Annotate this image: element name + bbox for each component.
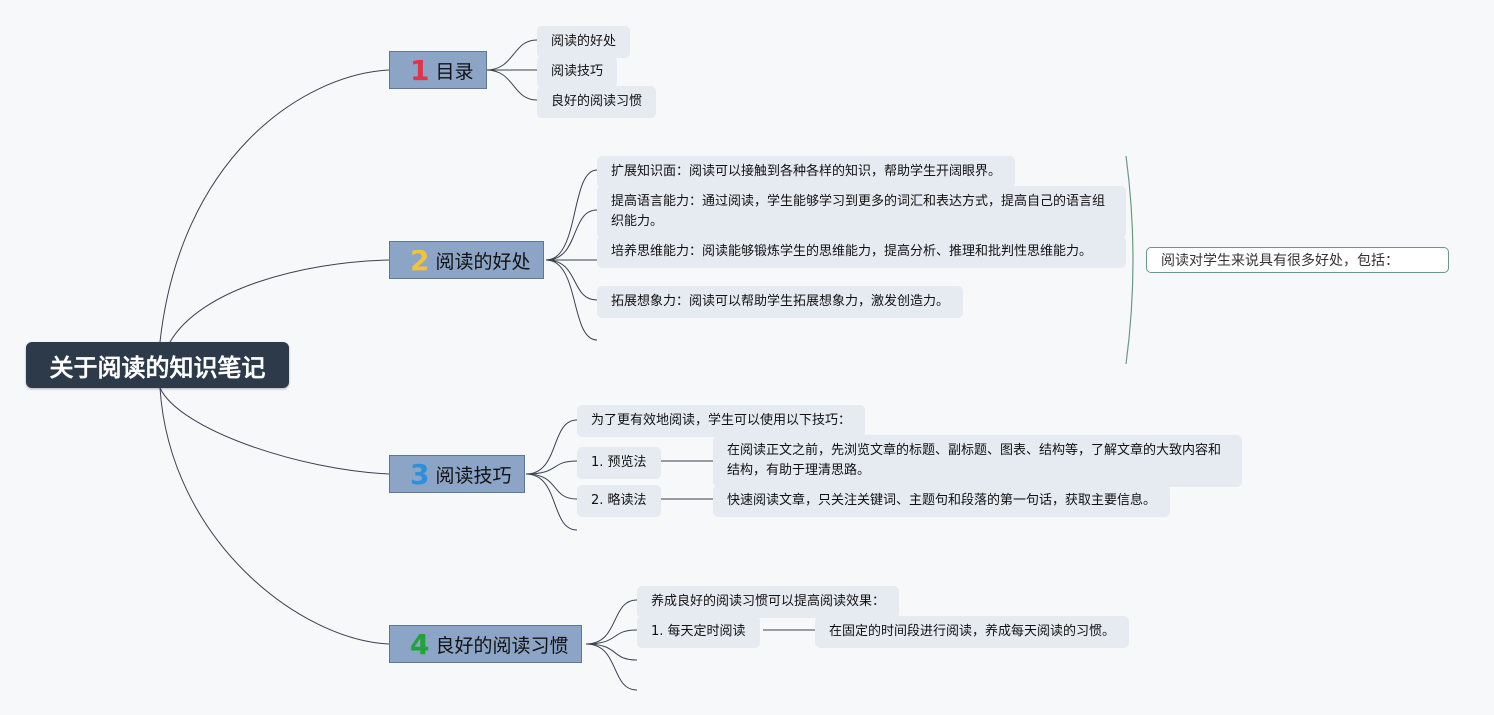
branch-title: 目录: [435, 60, 474, 83]
technique-label[interactable]: 2. 略读法: [577, 485, 661, 517]
contents-item[interactable]: 阅读技巧: [537, 56, 618, 88]
benefit-item[interactable]: 培养思维能力：阅读能够锻炼学生的思维能力，提高分析、推理和批判性思维能力。: [597, 236, 1126, 268]
techniques-intro[interactable]: 为了更有效地阅读，学生可以使用以下技巧：: [577, 405, 866, 437]
technique-detail[interactable]: 快速阅读文章，只关注关键词、主题句和段落的第一句话，获取主要信息。: [713, 485, 1171, 517]
summary-callout[interactable]: 阅读对学生来说具有很多好处，包括：: [1146, 247, 1449, 273]
habit-detail[interactable]: 在固定的时间段进行阅读，养成每天阅读的习惯。: [815, 616, 1130, 648]
branch-contents[interactable]: 1 目录: [389, 51, 487, 89]
number-two-icon: 2: [410, 243, 430, 277]
branch-title: 良好的阅读习惯: [435, 634, 569, 657]
branch-title: 阅读的好处: [435, 250, 531, 273]
contents-item[interactable]: 良好的阅读习惯: [537, 86, 657, 118]
contents-item[interactable]: 阅读的好处: [537, 26, 631, 58]
habits-intro[interactable]: 养成良好的阅读习惯可以提高阅读效果：: [637, 586, 900, 618]
number-one-icon: 1: [410, 53, 430, 87]
habit-label[interactable]: 1. 每天定时阅读: [637, 616, 760, 648]
branch-benefits[interactable]: 2 阅读的好处: [389, 241, 544, 279]
benefit-item[interactable]: 扩展知识面：阅读可以接触到各种各样的知识，帮助学生开阔眼界。: [597, 156, 1016, 188]
branch-techniques[interactable]: 3 阅读技巧: [389, 455, 525, 493]
root-topic[interactable]: 关于阅读的知识笔记: [26, 342, 289, 388]
technique-detail[interactable]: 在阅读正文之前，先浏览文章的标题、副标题、图表、结构等，了解文章的大致内容和结构…: [713, 435, 1242, 487]
benefit-item[interactable]: 提高语言能力：通过阅读，学生能够学习到更多的词汇和表达方式，提高自己的语言组织能…: [597, 186, 1126, 238]
number-four-icon: 4: [410, 627, 430, 661]
number-three-icon: 3: [410, 457, 430, 491]
branch-habits[interactable]: 4 良好的阅读习惯: [389, 625, 582, 663]
benefit-item[interactable]: 拓展想象力：阅读可以帮助学生拓展想象力，激发创造力。: [597, 286, 964, 318]
technique-label[interactable]: 1. 预览法: [577, 447, 661, 479]
branch-title: 阅读技巧: [435, 464, 512, 487]
